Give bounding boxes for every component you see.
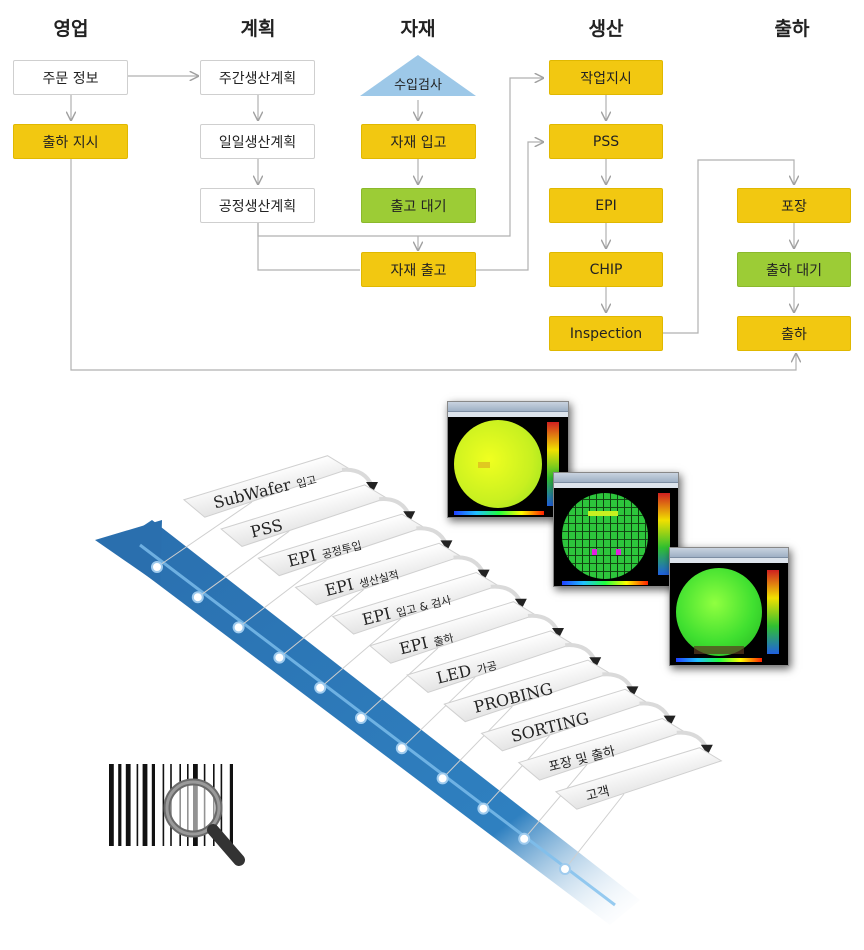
box-material-in: 자재 입고 [361,124,476,159]
barcode-stripe [229,764,233,846]
box-release-wait: 출고 대기 [361,188,476,223]
box-work-order: 작업지시 [549,60,663,95]
step-arrow-head-icon [663,715,676,726]
flow-connectors [0,55,864,371]
timeline-connector [564,793,625,870]
col-head-production: 생산 [588,18,624,40]
timeline-label: 고객 [584,784,611,804]
step-arrow-head-icon [552,628,564,638]
timeline-arrow-head [95,520,162,585]
timeline-connector [238,560,327,628]
timeline-connector [483,735,550,809]
timeline-connector [401,676,476,749]
col-head-shipping: 출하 [774,18,810,40]
box-daily-plan: 일일생산계획 [200,124,315,159]
col-head-material: 자재 [400,18,436,40]
barcode-stripe [136,764,139,846]
timeline-label-sub: 고객 [584,784,611,804]
timeline-connector [319,618,402,689]
step-arrow-head-icon [589,657,602,668]
timeline-dot [395,742,408,755]
barcode-stripe [118,764,122,846]
timeline-card [554,747,723,810]
timeline-dot [191,591,204,604]
barcode-stripe [162,764,165,846]
timeline-connector [523,764,588,840]
col-head-sales: 영업 [53,18,89,40]
box-material-out: 자재 출고 [361,252,476,287]
box-weekly-plan: 주간생산계획 [200,60,315,95]
step-arrow-head-icon [366,482,378,492]
timeline-dot [477,802,490,815]
timeline-dot [151,561,163,573]
timeline-label-sub: 가공 [476,659,499,677]
box-ship-order: 출하 지시 [13,124,128,159]
timeline-dot [436,772,449,785]
timeline-connector [197,530,290,598]
barcode-stripe [109,764,114,846]
step-arrow-head-icon [700,744,713,755]
timeline-label-sub: 입고 [295,473,318,491]
timeline-dot [232,621,245,634]
box-process-plan: 공정생산계획 [200,188,315,223]
timeline-connector [279,589,364,658]
timeline-connector [442,706,513,779]
incoming-inspection-label: 수입검사 [394,78,442,93]
timeline-connector [156,501,253,568]
box-order-info: 주문 정보 [13,60,128,95]
step-arrow-head-icon [626,686,639,697]
col-head-plan: 계획 [240,18,276,40]
wafer-map-3 [669,547,789,666]
timeline-dot [314,681,327,694]
timeline-connector [360,647,439,719]
box-ship: 출하 [737,316,851,351]
box-pss: PSS [549,124,663,159]
timeline-label-sub: 출하 [432,631,455,649]
timeline-dot [355,712,367,724]
box-inspection: Inspection [549,316,663,351]
step-arrow-head-icon [514,598,527,609]
timeline-dot [518,832,531,845]
timeline-dot [559,863,571,875]
box-ship-wait: 출하 대기 [737,252,851,287]
step-arrow-head-icon [440,540,453,551]
box-epi: EPI [549,188,663,223]
box-chip: CHIP [549,252,663,287]
timeline-step: 고객 [554,747,723,810]
timeline-dot [273,651,286,664]
step-arrow-head-icon [477,569,490,580]
barcode-stripe [125,764,131,846]
step-arrow-head-icon [403,511,416,522]
incoming-inspection-triangle [360,55,476,96]
barcode-magnifier-icon [109,764,245,866]
wafer-map-2 [553,472,679,587]
barcode-stripe [151,764,155,846]
barcode-stripe [142,764,148,846]
box-packing: 포장 [737,188,851,223]
